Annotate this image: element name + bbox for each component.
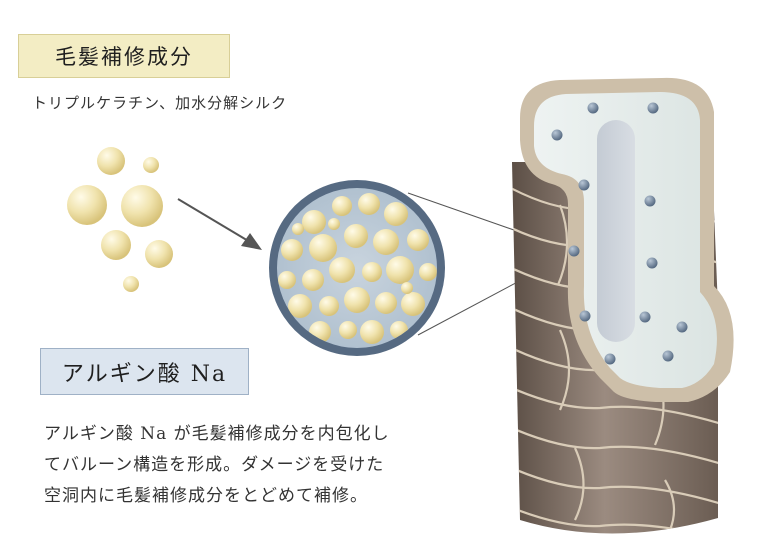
bubble [97,147,125,175]
loose-bubbles [67,147,173,292]
description-line: 空洞内に毛髪補修成分をとどめて補修。 [44,486,368,506]
ingredient-label: アルギン酸 Na [40,348,249,395]
bubble [143,157,159,173]
bubble [123,276,139,292]
bubble [121,185,163,227]
bubble [145,240,173,268]
bubble [101,230,131,260]
description-text: アルギン酸 Na が毛髪補修成分を内包化し てバルーン構造を形成。ダメージを受け… [44,419,444,512]
arrow-icon [177,198,262,250]
hair-strand [512,77,734,534]
bubble [67,185,107,225]
subtitle-text: トリプルケラチン、加水分解シルク [32,94,288,112]
description-line: アルギン酸 Na が毛髪補修成分を内包化し [44,424,390,444]
description-line: てバルーン構造を形成。ダメージを受けた [44,455,385,475]
title-label: 毛髪補修成分 [18,34,230,78]
cortex-particles [551,102,688,365]
capsule [269,180,445,356]
capsule-bubbles [278,193,437,344]
